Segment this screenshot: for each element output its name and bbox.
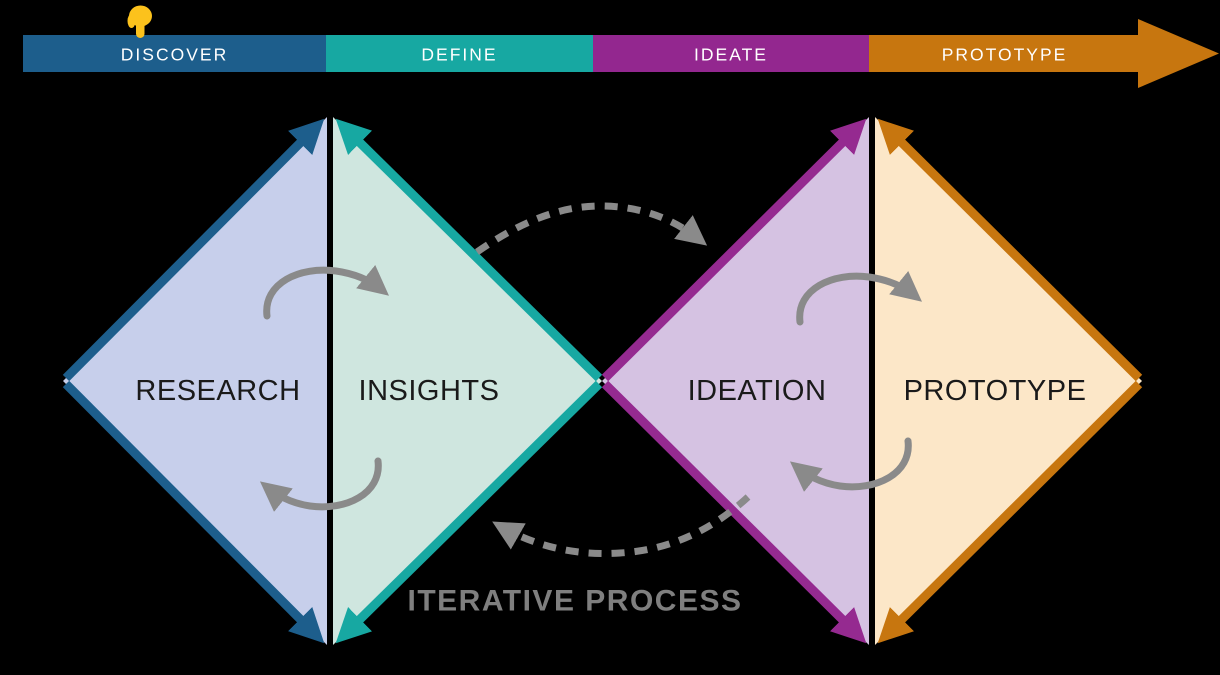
timeline-bar: DISCOVER DEFINE IDEATE PROTOTYPE [23, 19, 1219, 88]
edge-arrow-prototype-bottom [877, 380, 1143, 644]
phase-bar-ideate [593, 35, 869, 72]
edge-arrow-insights-bottom [335, 380, 603, 644]
phase-bar-prototype [869, 35, 1141, 72]
pointer-down-hand-icon [127, 5, 152, 38]
research-label: RESEARCH [135, 375, 300, 407]
edge-arrow-prototype-top [877, 118, 1143, 382]
edge-arrow-research-top [62, 118, 325, 382]
loop-arrow-left-bottom [259, 457, 382, 512]
loop-arrow-right-bottom [789, 437, 912, 492]
hand-fist [129, 5, 152, 27]
dashed-iteration-arrow-bottom [492, 494, 751, 557]
insights-half [333, 117, 602, 645]
prototype-half [875, 117, 1142, 645]
edge-arrow-insights-top [335, 118, 603, 382]
iterative-process-label: ITERATIVE PROCESS [408, 585, 743, 618]
loop-arrow-right-top [796, 271, 922, 326]
research-half [63, 117, 327, 645]
phase-label-ideate: IDEATE [694, 45, 768, 65]
loop-arrow-left-top [263, 265, 389, 320]
prototype-label: PROTOTYPE [904, 375, 1087, 407]
edge-arrow-ideation-top [601, 118, 867, 382]
phase-bar-define [326, 35, 593, 72]
diamond-ideate-prototype: IDEATION PROTOTYPE [601, 117, 1143, 645]
phase-label-define: DEFINE [421, 45, 497, 65]
insights-label: INSIGHTS [359, 375, 500, 407]
phase-label-prototype: PROTOTYPE [942, 45, 1068, 65]
dashed-iteration-arrow-top [474, 202, 708, 255]
diamond-discover-define: RESEARCH INSIGHTS [62, 117, 603, 645]
edge-arrow-research-bottom [62, 380, 325, 644]
ideation-half [602, 117, 869, 645]
ideation-label: IDEATION [688, 375, 827, 407]
phase-label-discover: DISCOVER [121, 45, 228, 65]
phase-bar-discover [23, 35, 326, 72]
timeline-arrowhead-icon [1138, 19, 1219, 88]
iteration-annotations: ITERATIVE PROCESS [408, 202, 751, 618]
edge-arrow-ideation-bottom [601, 380, 867, 644]
